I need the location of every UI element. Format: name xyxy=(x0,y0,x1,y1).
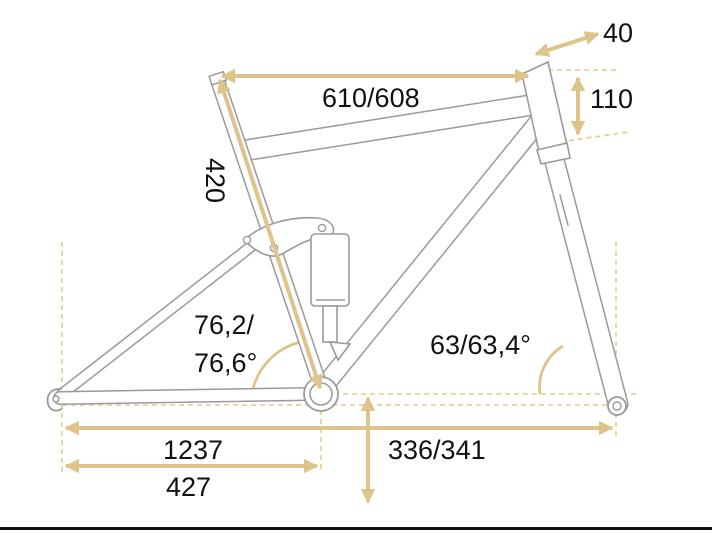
bottom-rule xyxy=(0,527,712,530)
seat-angle-label-line2: 76,6° xyxy=(194,348,257,378)
bb-drop-label: 336/341 xyxy=(388,435,486,465)
chainstay-length-label: 427 xyxy=(166,472,211,502)
seat-tube-dimension-arrow xyxy=(217,78,323,390)
head-tube-length-label: 110 xyxy=(590,84,633,114)
seat-angle-arc xyxy=(250,340,302,395)
headset-lower xyxy=(535,142,571,165)
top-tube-length-label: 610/608 xyxy=(322,83,420,113)
shock-mount xyxy=(328,341,352,362)
rocker-pivot-shock xyxy=(317,223,327,233)
offset-dimension-arrow xyxy=(534,31,600,57)
head-angle-label: 63/63,4° xyxy=(430,330,531,360)
rear-dropout xyxy=(46,388,63,412)
seat-tube-length-label: 420 xyxy=(200,158,230,203)
dimension-arrows xyxy=(64,31,614,504)
head-angle-arc xyxy=(538,344,564,395)
offset-label: 40 xyxy=(603,18,633,48)
rear-shock-shaft xyxy=(322,305,338,343)
head-tube-bottom-guide xyxy=(559,131,629,143)
wheelbase-label: 1237 xyxy=(163,435,223,465)
rear-shock-body xyxy=(310,233,350,307)
seat-angle-label-line1: 76,2/ xyxy=(194,310,255,340)
rocker-pivot-rear xyxy=(242,235,252,245)
